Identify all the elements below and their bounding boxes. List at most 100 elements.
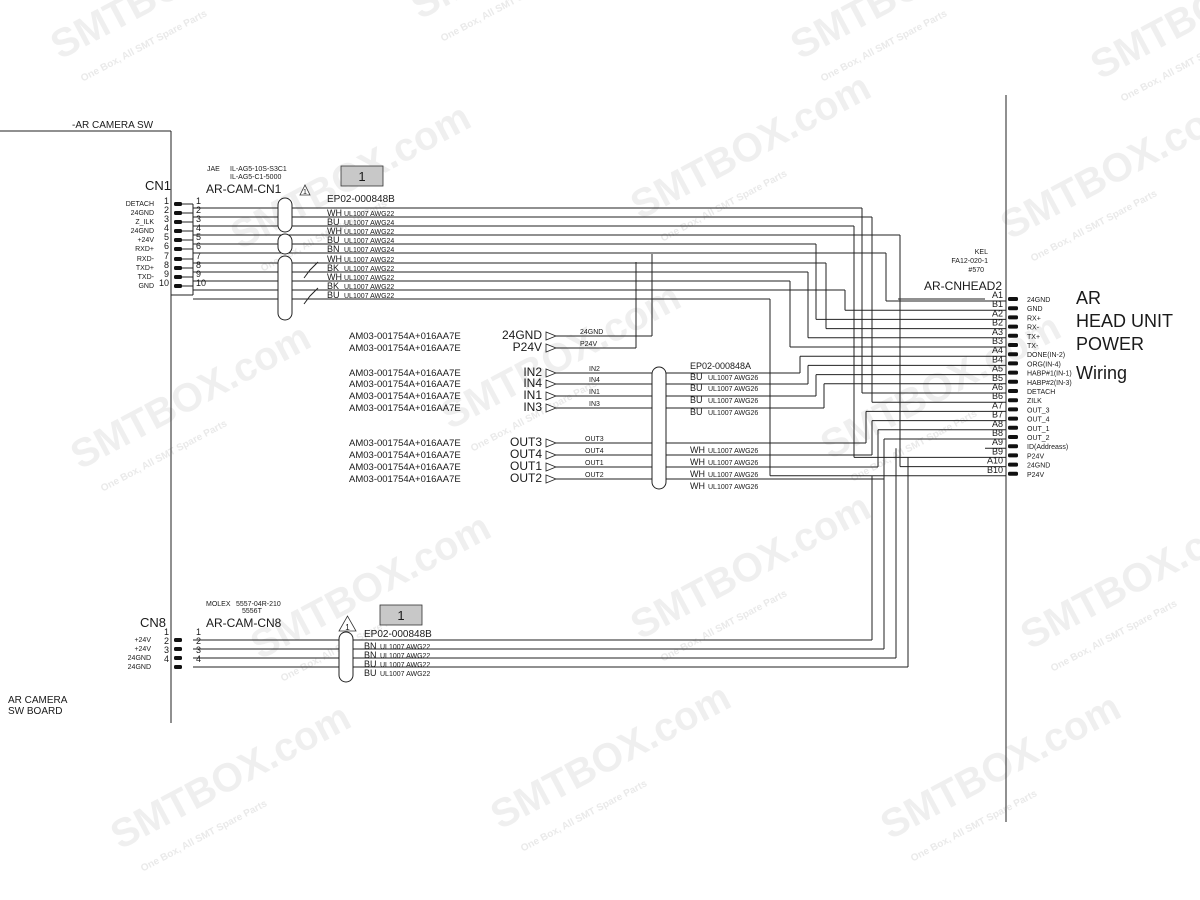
head-pin-contact [1008,389,1018,393]
cn8-wire-end-number: 3 [196,645,201,655]
out-lead-arrow-icon [545,462,558,472]
head-pin-contact [1008,306,1018,311]
camera-board-label-1: AR CAMERA [8,695,68,706]
cn1-wire-spec: UL1007 AWG22 [344,257,394,264]
io-in-wire-spec: UL1007 AWG26 [708,410,758,417]
cn1-wire-color: WH [327,226,342,236]
cn1-pin-number: 5 [164,232,169,242]
io-out-wire-spec: UL1007 AWG26 [708,472,758,479]
cn1-twist-mark [303,287,319,305]
cn8-pin-contact [174,638,182,642]
head-pin-contact [1008,471,1018,476]
cn8-pin-contact [174,665,182,669]
io-in-wire-color: BU [690,407,703,417]
cn1-wire-color: BU [327,290,340,300]
cn1-pin-contact [174,229,182,233]
head-pin-signal: GND [1027,306,1043,313]
head-pin-number: B8 [992,428,1003,438]
cn8-wire-end-number: 1 [196,627,201,637]
in-lead-arrow-icon [545,368,558,378]
cn8-cable-code: EP02-000848B [364,629,432,640]
head-pin-signal: ORG(IN-4) [1027,361,1061,368]
power-lead-name: P24V [513,340,542,354]
in-lead-arrow-icon [545,391,558,401]
out-lead-name: OUT2 [510,471,542,485]
head-pin-number: A8 [992,419,1003,429]
cn1-pin-number: 9 [164,269,169,279]
head-pin-signal: DONE(IN-2) [1027,352,1065,359]
head-pin-contact [1008,444,1018,449]
cn1-pin-signal: GND [138,283,154,290]
io-in-wire-color: BU [690,395,703,405]
out-lead-small-label: OUT3 [585,436,604,443]
watermark-logo: SMTBOX.com [484,675,738,838]
cn8-pin-number: 1 [164,627,169,637]
cn1-pin-contact [174,247,182,251]
head-title-line-4: Wiring [1076,363,1127,383]
cn1-note-box [340,165,384,187]
io-cable-group: EP02-000848A [690,361,751,371]
in-lead-small-label: IN2 [589,366,600,373]
io-out-wire-color: WH [690,445,705,455]
cn8-wire-spec: UL1007 AWG22 [380,653,430,660]
cn8-pin-number: 2 [164,636,169,646]
cn8-warning-icon [338,615,357,632]
in-lead-name: IN2 [523,365,542,379]
in-lead-part: AM03-001754A+016AA7E [349,368,461,379]
power-lead-name: 24GND [502,328,542,342]
cn1-pin-number: 1 [164,196,169,206]
cn1-connector-group: CN1 JAE IL-AG5-10S-S3C1 IL-AG5-C1-5000 A… [145,165,395,205]
head-pin-contact [1008,425,1018,430]
camera-sw-board: -AR CAMERA SW AR CAMERA SW BOARD [8,120,154,717]
cn1-wire-end-number: 6 [196,241,201,251]
io-out-wire-spec: UL1007 AWG26 [708,448,758,455]
cn1-wire-spec: UL1007 AWG24 [344,238,394,245]
head-pin-number: B2 [992,318,1003,328]
cn8-wire-spec: UL1007 AWG22 [380,644,430,651]
watermark-logo: SMTBOX.com [64,315,318,478]
cn8-pin-contact [174,647,182,651]
head-pin-number: A9 [992,437,1003,447]
cn1-wire-spec: UL1007 AWG22 [344,275,394,282]
cn8-note-box [379,604,423,626]
cn1-pin-number: 10 [159,278,169,288]
out-lead-arrow-icon [545,450,558,460]
cn8-maker: MOLEX [206,601,231,608]
head-pin-contact [1008,315,1018,320]
head-pin-signal: 24GND [1027,297,1050,304]
head-pin-signal: HABP#2(IN-3) [1027,380,1072,387]
out-lead-name: OUT1 [510,459,542,473]
power-lead-arrow-icon [545,331,558,341]
cn1-pin-signal: Z_ILK [135,219,154,226]
cn8-wire-color: BN [364,641,377,651]
cn1-maker: JAE [207,166,220,173]
in-lead-part: AM03-001754A+016AA7E [349,391,461,402]
head-pin-signal: ZILK [1027,398,1042,405]
cn1-pin-signal: 24GND [131,228,154,235]
power-lead-part: AM03-001754A+016AA7E [349,343,461,354]
head-pin-signal: ID(Addreass) [1027,444,1068,451]
cn1-pin-signal: +24V [137,237,154,244]
watermark-logo: SMTBOX.com [104,695,358,858]
cn1-wire-end-number: 5 [196,232,201,242]
head-pin-contact [1008,361,1018,366]
cn1-pin-signal: RXD+ [135,246,154,253]
in-lead-part: AM03-001754A+016AA7E [349,379,461,390]
io-out-wire-spec: UL1007 AWG26 [708,484,758,491]
io-in-wire-color: BU [690,372,703,382]
cn1-wire-color: WH [327,272,342,282]
out-lead-name: OUT3 [510,435,542,449]
head-title-line-1: AR [1076,288,1101,308]
cn1-pin-number: 2 [164,205,169,215]
head-pin-number: B1 [992,299,1003,309]
cn8-wire-color: BU [364,659,377,669]
head-pin-number: B9 [992,446,1003,456]
cn1-pin-signal: TXD- [138,274,155,281]
head-pin-signal: P24V [1027,472,1044,479]
out-lead-small-label: OUT4 [585,448,604,455]
cn1-cable-code: EP02-000848B [327,194,395,205]
head-pin-signal: OUT_2 [1027,435,1050,442]
io-cable-code: EP02-000848A [690,361,751,371]
cn1-bundle-oval [277,255,293,321]
